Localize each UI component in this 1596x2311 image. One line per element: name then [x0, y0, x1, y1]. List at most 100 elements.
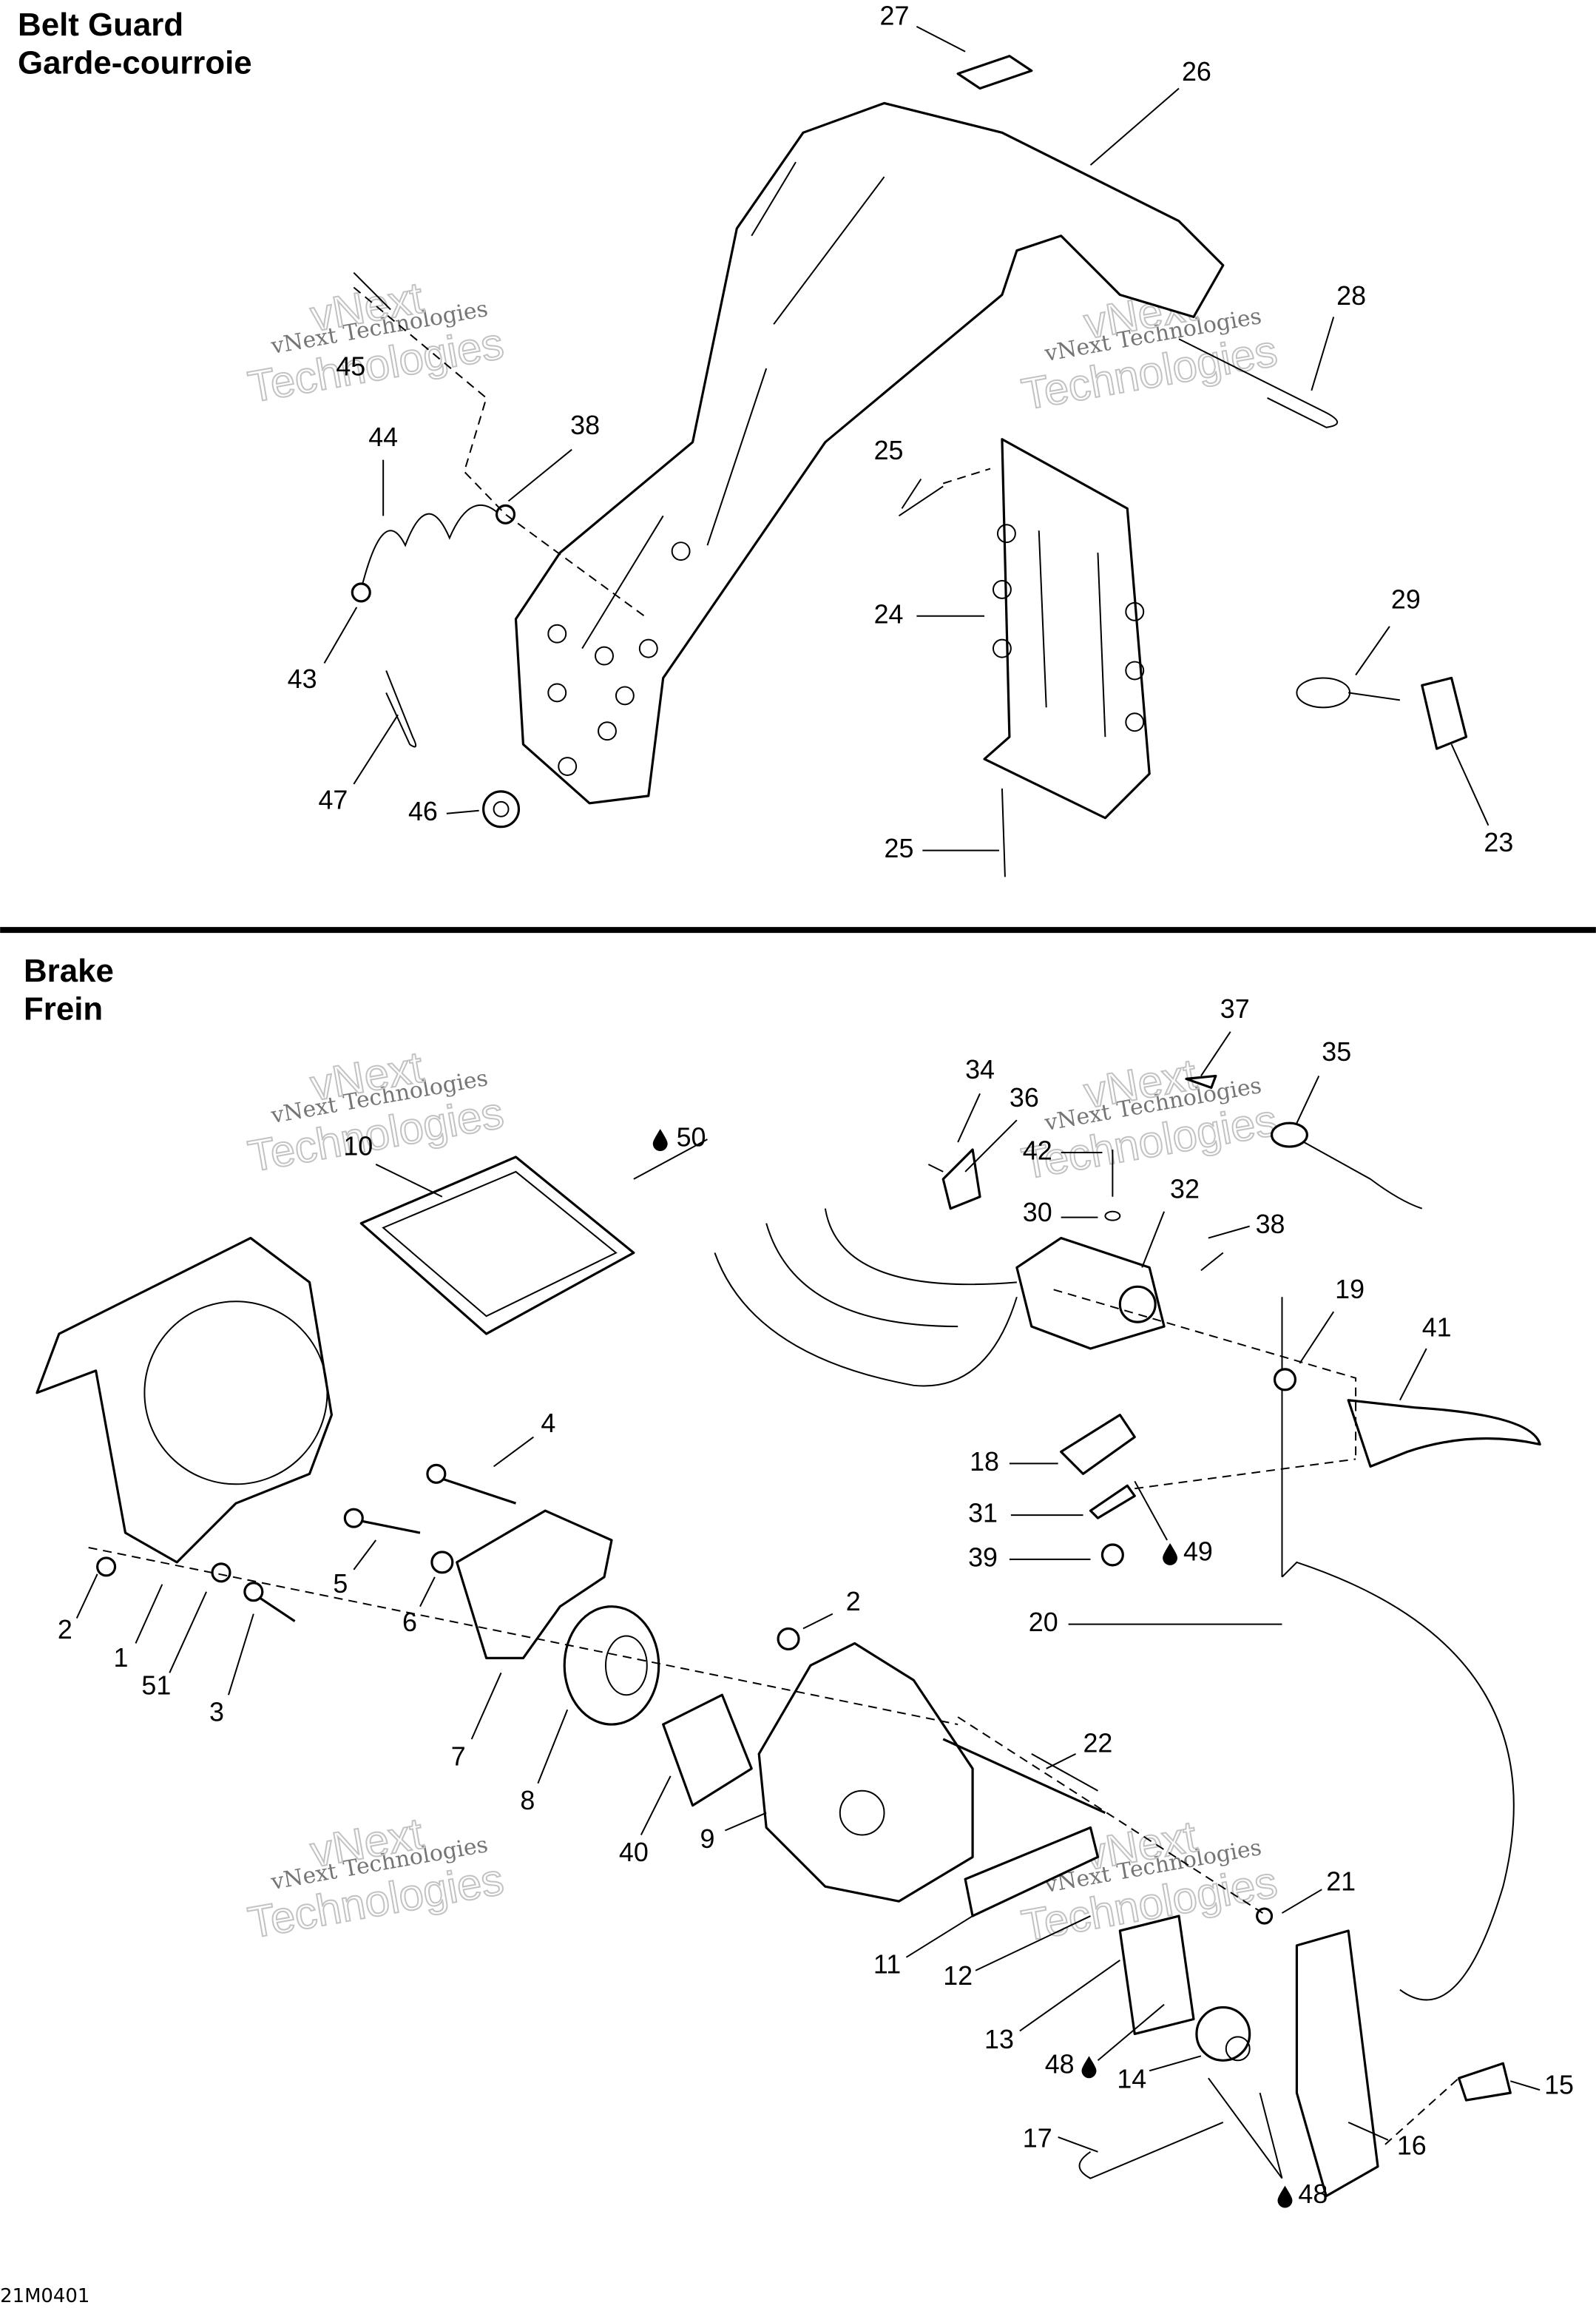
callouts-top: 27 26 28 45 44 38 25 24 29 43 47 46 25 2… [288, 1, 1514, 863]
callout: 38 [570, 411, 600, 440]
filter [359, 1156, 635, 1335]
callout: 29 [1391, 584, 1421, 614]
caliper [456, 1509, 613, 1659]
callout: 47 [318, 785, 348, 814]
callout: 37 [1220, 994, 1250, 1024]
callout: 10 [343, 1132, 373, 1161]
rivet [898, 485, 1006, 877]
callout: 3 [209, 1698, 224, 1727]
oil-drop-icon [1081, 2056, 1097, 2079]
cable-tie [1296, 677, 1401, 709]
callout: 26 [1182, 57, 1211, 87]
callout: 38 [1256, 1210, 1285, 1239]
section-title-belt-guard-fr: Garde-courroie [18, 45, 252, 81]
leader-lines-top [323, 25, 1490, 851]
diagram-code: 21M0401 [0, 2285, 89, 2307]
clip [1421, 676, 1468, 750]
leader-lines-bottom [75, 1031, 1541, 2179]
callout: 36 [1010, 1083, 1039, 1113]
brake-lever [1347, 1399, 1541, 1468]
callout: 18 [970, 1447, 999, 1477]
brake-parts [35, 1074, 1541, 2198]
brake-pad-2 [662, 1693, 753, 1807]
oil-drop-icon [1163, 1542, 1178, 1565]
callout: 6 [402, 1607, 417, 1637]
callout: 24 [874, 599, 904, 629]
brake-housing [35, 1236, 334, 1564]
callout: 13 [984, 2025, 1014, 2054]
lever-bracket [1118, 1914, 1195, 2036]
callout: 17 [1023, 2123, 1052, 2153]
callout: 1 [114, 1643, 129, 1673]
lever-pivot [1060, 1414, 1136, 1475]
oil-drop-icon [652, 1129, 668, 1152]
callout: 22 [1083, 1728, 1112, 1758]
callout: 28 [1336, 281, 1366, 311]
oil-drop-icon [1277, 2185, 1293, 2208]
callout: 2 [58, 1615, 72, 1644]
callout: 5 [333, 1569, 348, 1599]
callout: 11 [873, 1949, 901, 1979]
callout: 12 [943, 1961, 973, 1991]
brake-cable [1281, 1561, 1515, 2001]
hoses [714, 1208, 1018, 1387]
callout: 32 [1170, 1174, 1200, 1204]
grommet [482, 790, 521, 829]
hair-pin [1178, 338, 1339, 428]
decal [956, 55, 1033, 90]
callout: 2 [846, 1587, 861, 1616]
callout: 40 [619, 1838, 649, 1867]
bracket [964, 1826, 1100, 1917]
callout: 43 [288, 664, 317, 694]
section-title-belt-guard-en: Belt Guard [18, 7, 183, 43]
belt-guard-parts [351, 55, 1468, 877]
callout: 49 [1183, 1536, 1213, 1566]
clip-15 [1457, 2062, 1512, 2102]
callout: 42 [1023, 1136, 1052, 1165]
callout: 51 [141, 1671, 171, 1701]
pin [353, 271, 391, 311]
callout: 34 [965, 1055, 995, 1084]
eyelet [351, 582, 371, 603]
hair-pin-17 [1078, 2122, 1224, 2179]
callout: 19 [1335, 1275, 1365, 1304]
callout: 7 [451, 1741, 466, 1771]
callout: 20 [1029, 1607, 1058, 1637]
callouts-bottom: 37 34 35 36 50 10 42 32 30 38 19 41 4 18… [58, 994, 1574, 2209]
brake-pad [563, 1605, 660, 1726]
callout: 23 [1484, 828, 1513, 857]
spring [942, 1738, 1106, 1815]
callout: 9 [700, 1824, 714, 1854]
section-title-brake-fr: Frein [24, 991, 103, 1028]
switch [1270, 1121, 1308, 1148]
master-cylinder [1015, 1236, 1166, 1350]
callout: 25 [874, 436, 904, 465]
callout: 25 [885, 834, 914, 863]
callout: 16 [1397, 2130, 1427, 2160]
plate [983, 438, 1151, 820]
parking-lever [1295, 1929, 1379, 2198]
belt-guard [514, 101, 1225, 805]
callout: 48 [1045, 2050, 1075, 2079]
section-title-brake-en: Brake [24, 953, 114, 989]
callout: 45 [336, 352, 365, 382]
callout: 31 [968, 1499, 998, 1528]
caliper-body [757, 1642, 974, 1903]
tether-cable [360, 504, 502, 590]
callout: 8 [520, 1786, 535, 1815]
callout: 21 [1326, 1867, 1356, 1897]
r-clip [385, 670, 417, 748]
callout: 39 [968, 1542, 998, 1572]
callout: 41 [1422, 1313, 1452, 1343]
callout: 4 [541, 1408, 555, 1438]
callout: 15 [1544, 2071, 1574, 2100]
callout: 50 [677, 1123, 706, 1153]
callout: 46 [408, 797, 438, 826]
callout: 35 [1322, 1037, 1351, 1067]
sprocket [1195, 2005, 1251, 2062]
callout: 30 [1023, 1198, 1052, 1227]
callout: 14 [1117, 2065, 1146, 2094]
callout: 27 [880, 1, 910, 30]
callout: 48 [1298, 2179, 1328, 2209]
